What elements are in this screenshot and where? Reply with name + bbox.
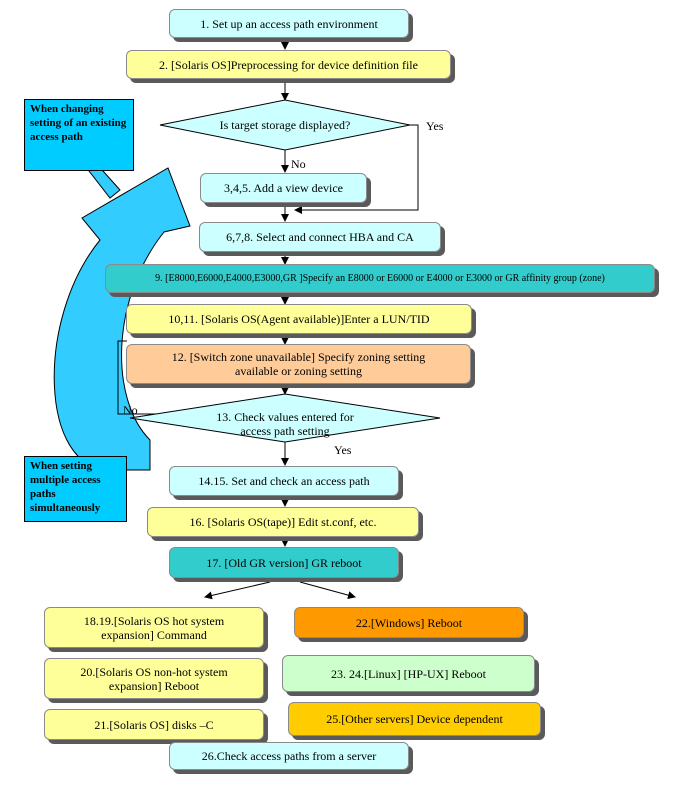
decision-diamond-storage (159, 99, 411, 151)
no-label-2: No (123, 403, 138, 417)
step-26-box: 26.Check access paths from a server (169, 742, 409, 770)
step-25-box: 25.[Other servers] Device dependent (288, 702, 541, 736)
step-17-box: 17. [Old GR version] GR reboot (169, 547, 399, 578)
arrow-17-right (299, 581, 356, 600)
loop-back-arrow (53, 167, 191, 471)
step-1-box: 1. Set up an access path environment (169, 9, 409, 38)
step-21-box: 21.[Solaris OS] disks –C (44, 709, 264, 740)
step-2-box: 2. [Solaris OS]Preprocessing for device … (126, 50, 451, 79)
step-23-24-box: 23. 24.[Linux] [HP-UX] Reboot (282, 655, 535, 692)
step-9-box: 9. [E8000,E6000,E4000,E3000,GR ]Specify … (105, 264, 655, 293)
no-label-1: No (291, 157, 306, 171)
step-3-4-5-box: 3,4,5. Add a view device (200, 173, 367, 203)
note-multiple-paths: When setting multiple access paths simul… (24, 456, 127, 522)
decision-storage-label: Is target storage displayed? (219, 118, 351, 132)
step-6-7-8-box: 6,7,8. Select and connect HBA and CA (199, 222, 441, 252)
decision-check-label: 13. Check values entered for access path… (216, 410, 354, 438)
no-loop-line (117, 340, 180, 415)
note-changing-setting: When changing setting of an existing acc… (24, 99, 134, 171)
decision-diamond-check (129, 393, 441, 443)
yes-label-1: Yes (426, 119, 444, 133)
arrow-17-left (204, 581, 271, 600)
step-22-box: 22.[Windows] Reboot (294, 607, 524, 638)
step-18-19-box: 18.19.[Solaris OS hot system expansion] … (44, 607, 264, 648)
yes-bypass-line (294, 124, 419, 214)
yes-label-2: Yes (334, 443, 352, 457)
step-20-box: 20.[Solaris OS non-hot system expansion]… (44, 658, 264, 699)
step-16-box: 16. [Solaris OS(tape)] Edit st.conf, etc… (147, 507, 419, 537)
step-10-11-box: 10,11. [Solaris OS(Agent available)]Ente… (126, 304, 472, 334)
step-14-15-box: 14.15. Set and check an access path (169, 466, 399, 496)
step-12-box: 12. [Switch zone unavailable] Specify zo… (126, 344, 471, 384)
